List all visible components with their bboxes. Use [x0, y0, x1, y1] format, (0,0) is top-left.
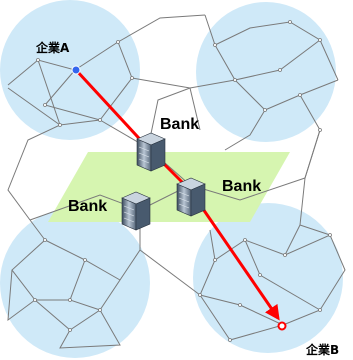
region-top-left [0, 0, 140, 140]
bank-top-icon [136, 132, 166, 172]
company-a-label: 企業A [35, 40, 70, 55]
region-bottom-left [0, 208, 150, 358]
company-b-node [277, 321, 287, 331]
bank-left-icon [121, 191, 151, 231]
bank-right-label: Bank [222, 178, 261, 195]
company-b-label: 企業B [305, 342, 339, 357]
company-a-node [71, 65, 81, 75]
bank-left-label: Bank [68, 198, 107, 215]
bank-top-label: Bank [160, 116, 199, 133]
bank-platform [48, 152, 290, 222]
network-nodes [33, 20, 332, 342]
bank-right-icon [176, 177, 206, 217]
